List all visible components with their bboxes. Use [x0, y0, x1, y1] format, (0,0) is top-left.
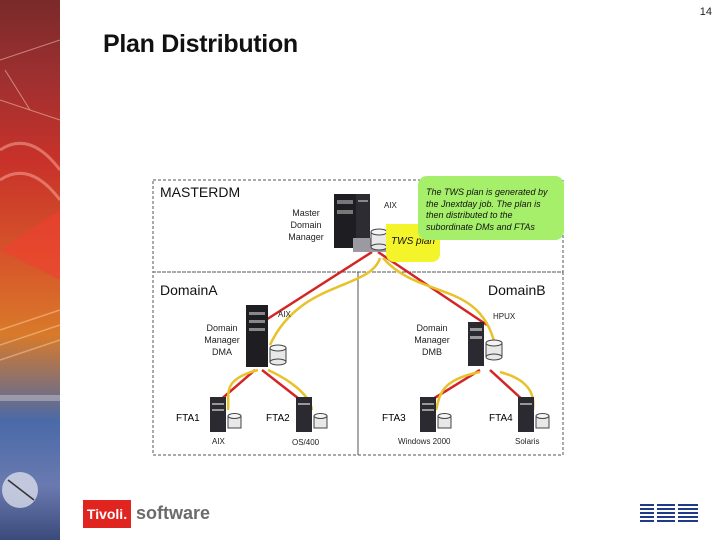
fta3-label: FTA3	[382, 413, 406, 424]
dmb-server-icon	[468, 322, 484, 366]
master-platform-label: AIX	[384, 201, 397, 210]
fta2-server-icon	[296, 397, 312, 432]
page-title: Plan Distribution	[103, 30, 298, 58]
software-label: software	[136, 503, 211, 523]
dmb-platform-label: HPUX	[493, 312, 516, 321]
domainb-label: DomainB	[488, 282, 546, 298]
fta3-database-icon	[437, 413, 452, 429]
fta2-database-icon	[313, 413, 328, 429]
tivoli-logo: Tivoli.	[83, 500, 131, 528]
fta3-platform-label: Windows 2000	[398, 437, 451, 446]
tws-plan-badge: TWS plan	[386, 224, 440, 262]
dma-server-icon	[246, 305, 268, 367]
masterdm-label: MASTERDM	[160, 184, 241, 200]
domaina-box	[152, 271, 359, 456]
fta1-label: FTA1	[176, 413, 200, 424]
domaina-label: DomainA	[160, 282, 218, 298]
fta1-platform-label: AIX	[212, 437, 225, 446]
master-manager-label: Master Domain Manager	[288, 208, 324, 242]
fta4-platform-label: Solaris	[515, 437, 540, 446]
dma-label: Domain Manager DMA	[204, 323, 240, 357]
fta4-database-icon	[535, 413, 550, 429]
dmb-label: Domain Manager DMB	[414, 323, 450, 357]
fta4-server-icon	[518, 397, 534, 432]
domainb-box	[357, 271, 564, 456]
fta3-server-icon	[420, 397, 436, 432]
fta1-server-icon	[210, 397, 226, 432]
master-database-icon	[370, 228, 388, 251]
fta2-platform-label: OS/400	[292, 438, 320, 447]
decorative-sidebar	[0, 0, 60, 540]
dma-platform-label: AIX	[278, 310, 291, 319]
dmb-database-icon	[485, 339, 503, 361]
page-number: 14	[699, 6, 712, 18]
fta2-label: FTA2	[266, 413, 290, 424]
fta1-database-icon	[227, 413, 242, 429]
dma-database-icon	[269, 344, 287, 366]
fta4-label: FTA4	[489, 413, 513, 424]
yellow-links	[226, 257, 535, 411]
plan-note: The TWS plan is generated by the Jnextda…	[418, 176, 564, 240]
ibm-logo	[640, 504, 698, 522]
